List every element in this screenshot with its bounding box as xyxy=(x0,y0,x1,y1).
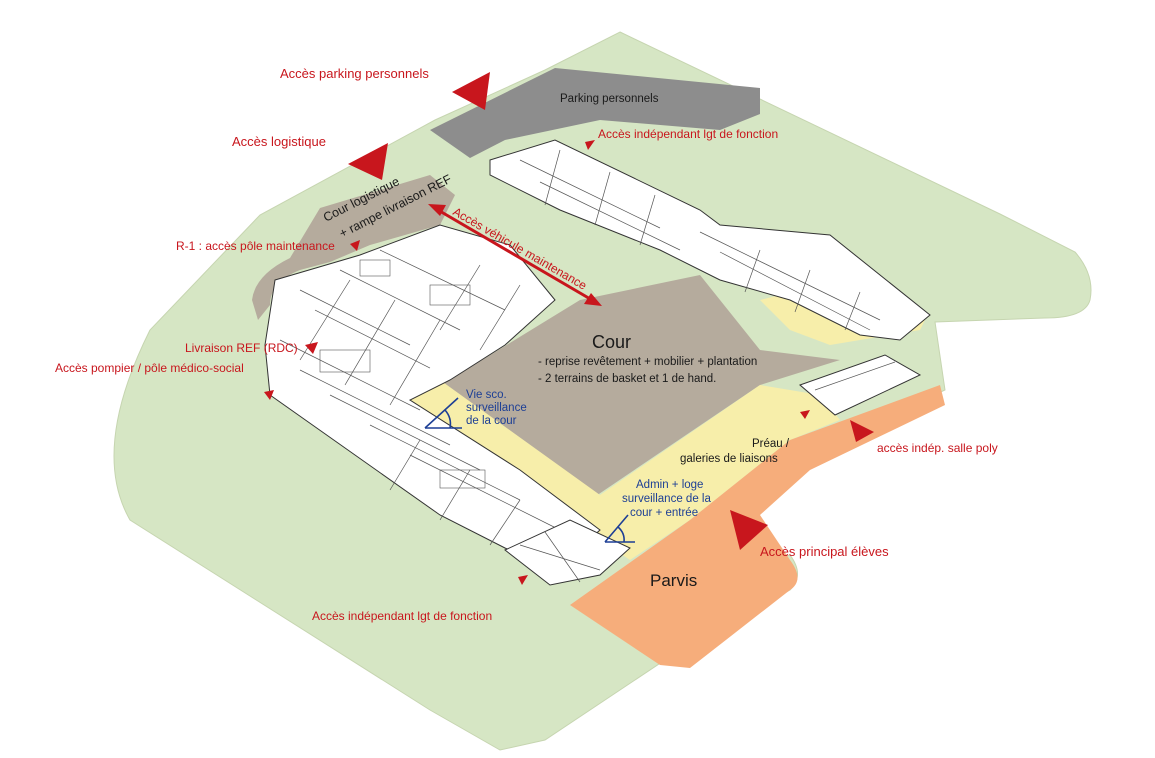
label-acces-logistique: Accès logistique xyxy=(232,134,326,149)
label-livraison-ref: Livraison REF (RDC) xyxy=(185,341,298,355)
acces-pompier-marker xyxy=(264,390,274,400)
label-admin-2: surveillance de la xyxy=(622,493,711,505)
acces-parking-triangle xyxy=(452,72,490,110)
label-preau-2: galeries de liaisons xyxy=(680,453,778,465)
r1-marker xyxy=(350,240,360,251)
label-acces-pompier: Accès pompier / pôle médico-social xyxy=(55,361,244,375)
preau-area xyxy=(410,380,840,560)
label-acces-parking: Accès parking personnels xyxy=(280,66,429,81)
cour-area xyxy=(425,275,840,500)
label-acces-principal: Accès principal élèves xyxy=(760,544,889,559)
salle-poly-building xyxy=(799,354,922,416)
label-cour-line1: - reprise revêtement + mobilier + planta… xyxy=(538,356,757,368)
salle-poly-small-marker xyxy=(800,410,810,419)
label-admin-1: Admin + loge xyxy=(636,479,703,491)
parking-personnels-area xyxy=(430,68,760,158)
acces-principal-triangle xyxy=(730,510,768,550)
label-vie-sco-1: Vie sco. xyxy=(466,389,507,401)
vie-sco-surveillance-angle xyxy=(424,397,462,429)
label-preau-1: Préau / xyxy=(752,438,790,450)
livraison-ref-marker xyxy=(305,342,318,354)
label-parking: Parking personnels xyxy=(560,93,659,105)
admin-surveillance-angle xyxy=(604,514,635,543)
label-parvis: Parvis xyxy=(650,571,697,590)
label-acces-independant-top: Accès indépendant lgt de fonction xyxy=(598,127,778,141)
label-acces-independant-bottom: Accès indépendant lgt de fonction xyxy=(312,609,492,623)
label-admin-3: cour + entrée xyxy=(630,507,698,519)
label-vie-sco-2: surveillance xyxy=(466,402,527,414)
acces-independant-top-marker xyxy=(585,140,595,150)
north-east-building xyxy=(489,139,931,341)
main-building xyxy=(264,224,601,571)
acces-vehicule-maintenance-arrow xyxy=(428,204,602,306)
admin-building xyxy=(504,519,631,586)
acces-logistique-triangle xyxy=(348,143,388,180)
label-cour-line2: - 2 terrains de basket et 1 de hand. xyxy=(538,373,716,385)
label-acces-salle-poly: accès indép. salle poly xyxy=(877,441,998,455)
label-r1-maintenance: R-1 : accès pôle maintenance xyxy=(176,239,335,253)
acces-salle-poly-triangle xyxy=(850,420,874,442)
label-vie-sco-3: de la cour xyxy=(466,415,517,427)
acces-independant-bottom-marker xyxy=(518,575,528,585)
label-cour-title: Cour xyxy=(592,332,631,352)
